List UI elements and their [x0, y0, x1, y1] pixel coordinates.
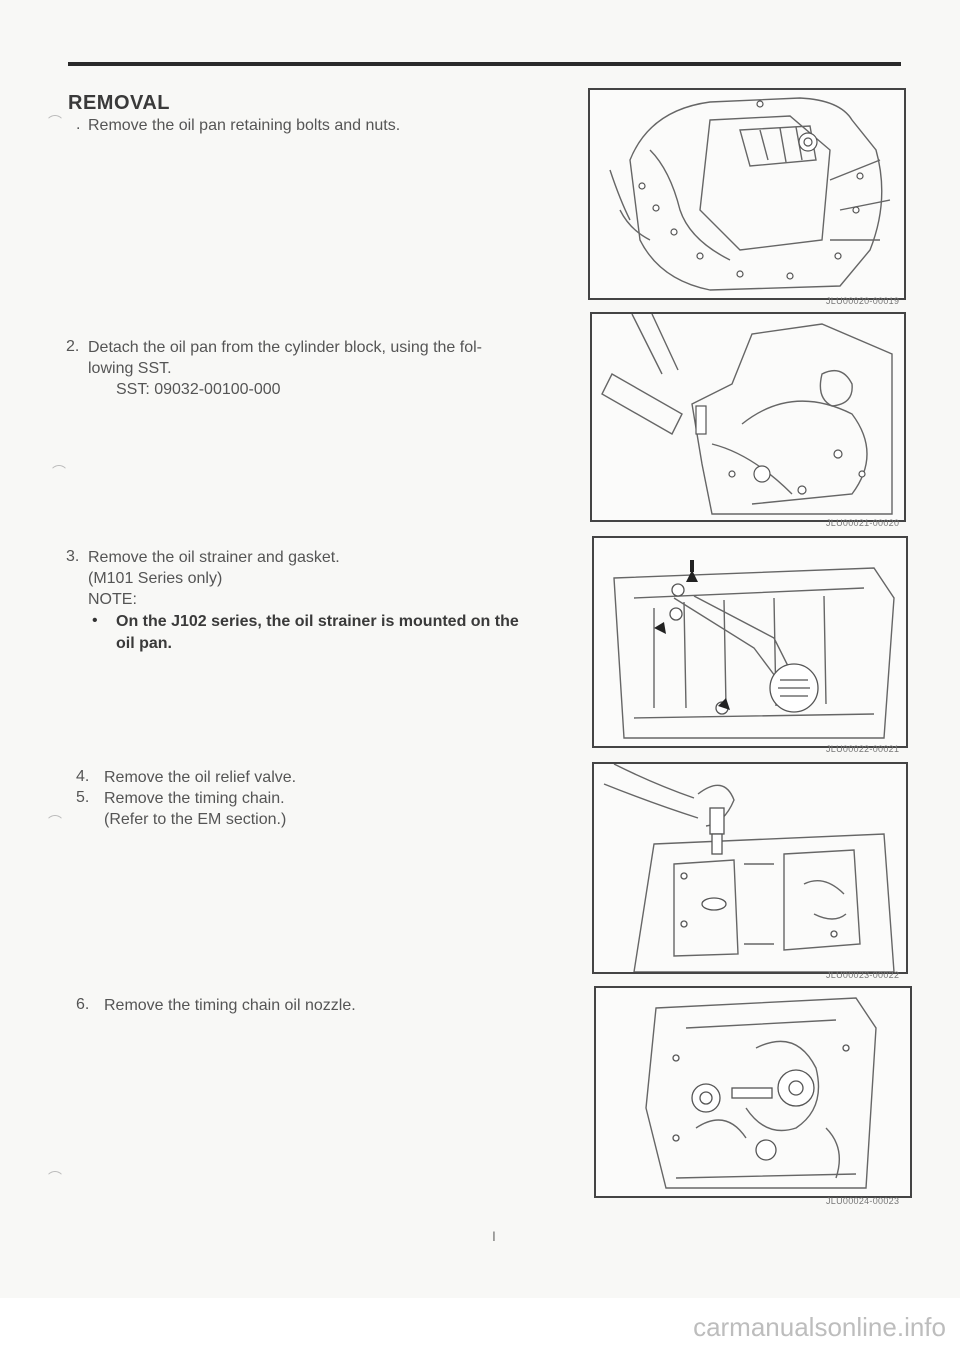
margin-mark: ⌒	[48, 814, 62, 830]
figure-caption: JLU00023-00022	[826, 970, 900, 980]
figure-oil-pan-bolts	[588, 88, 906, 300]
footer-strip	[0, 1298, 960, 1346]
figure-caption: JLU00022-00021	[826, 744, 900, 754]
margin-mark: ⌒	[48, 1170, 62, 1186]
step-text: Remove the timing chain oil nozzle.	[104, 997, 356, 1014]
manual-page: REMOVAL ⌒ ⌒ ⌒ ⌒ . Remove the oil pan ret…	[48, 62, 912, 1244]
step-text: (Refer to the EM section.)	[104, 811, 287, 828]
note-bullet: •	[92, 612, 98, 629]
engine-oil-pan-illustration	[609, 97, 891, 291]
step-text: Remove the timing chain.	[104, 790, 285, 807]
top-rule	[68, 62, 901, 66]
section-heading: REMOVAL	[68, 92, 171, 114]
sst-number: SST: 09032-00100-000	[116, 381, 281, 398]
note-text: oil pan.	[116, 635, 172, 652]
sst-cutter-illustration	[601, 314, 893, 515]
step-text: lowing SST.	[88, 360, 172, 377]
figure-caption: JLU00021-00020	[826, 518, 900, 528]
step-text: Detach the oil pan from the cylinder blo…	[88, 339, 482, 356]
step-text: Remove the oil pan retaining bolts and n…	[88, 117, 401, 134]
step-number: 2.	[66, 338, 80, 355]
step-text: Remove the oil strainer and gasket.	[88, 549, 340, 566]
figure-chain-oil-nozzle	[594, 986, 912, 1198]
figure-oil-strainer	[592, 536, 908, 748]
figure-oil-pan-sst	[590, 312, 906, 522]
figure-relief-valve	[592, 762, 908, 974]
margin-mark: ⌒	[48, 114, 62, 130]
note-text: On the J102 series, the oil strainer is …	[116, 613, 519, 630]
site-watermark: carmanualsonline.info	[693, 1312, 946, 1342]
page-number: I	[492, 1228, 496, 1244]
step-text: (M101 Series only)	[88, 570, 223, 587]
note-label: NOTE:	[88, 591, 137, 608]
step-number: 4.	[76, 768, 90, 785]
step-text: Remove the oil relief valve.	[104, 769, 297, 786]
step-number: 5.	[76, 789, 90, 806]
step-number: 3.	[66, 548, 80, 565]
oil-strainer-illustration	[613, 560, 895, 739]
timing-chain-oil-nozzle-illustration	[645, 997, 877, 1189]
figure-caption: JLU00024-00023	[826, 1196, 900, 1206]
step-number: .	[76, 116, 81, 133]
figure-caption: JLU00020-00019	[826, 296, 900, 306]
oil-relief-valve-illustration	[603, 764, 895, 972]
margin-mark: ⌒	[52, 464, 66, 480]
step-number: 6.	[76, 996, 90, 1013]
